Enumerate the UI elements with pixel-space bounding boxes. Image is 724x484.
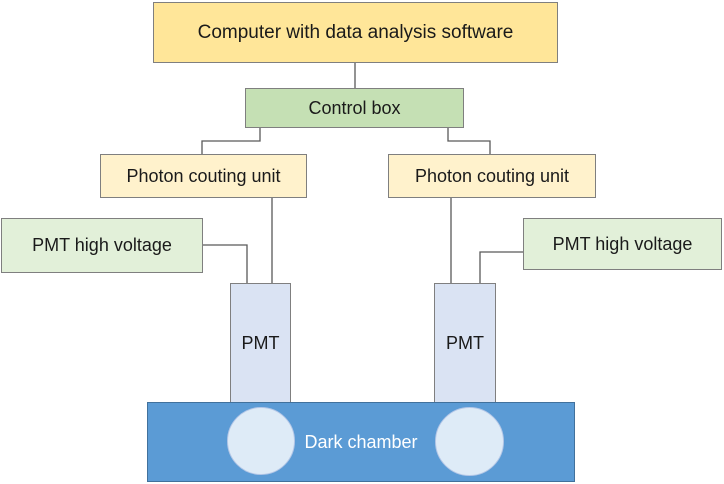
photon-counting-unit-left-label: Photon couting unit (126, 165, 281, 186)
pmt-high-voltage-right-label: PMT high voltage (552, 233, 693, 254)
control-box-label: Control box (308, 97, 401, 118)
photon-counting-unit-right-label: Photon couting unit (414, 165, 570, 186)
photon-counting-unit-right: Photon couting unit (388, 154, 596, 198)
control-box: Control box (245, 88, 464, 128)
pmt-right: PMT (434, 283, 496, 403)
pmt-high-voltage-right: PMT high voltage (523, 218, 722, 270)
computer-box: Computer with data analysis software (153, 2, 558, 63)
pmt-left: PMT (230, 283, 291, 403)
dark-chamber: Dark chamber (147, 402, 575, 482)
pmt-high-voltage-left: PMT high voltage (1, 218, 203, 273)
pmt-left-label: PMT (241, 332, 280, 353)
pmt-high-voltage-left-label: PMT high voltage (32, 235, 172, 255)
wire-hv-left-to-pmt-left (203, 244, 248, 283)
dark-chamber-label: Dark chamber (304, 431, 418, 452)
chamber-window-left (227, 407, 295, 475)
photon-counting-unit-left: Photon couting unit (100, 154, 307, 198)
wire-control-to-photon-left (201, 128, 261, 154)
wire-control-to-photon-right (447, 128, 491, 154)
computer-label: Computer with data analysis software (197, 21, 514, 43)
pmt-right-label: PMT (446, 332, 484, 353)
chamber-window-right (435, 407, 504, 476)
wire-hv-right-to-pmt-right (479, 251, 523, 283)
